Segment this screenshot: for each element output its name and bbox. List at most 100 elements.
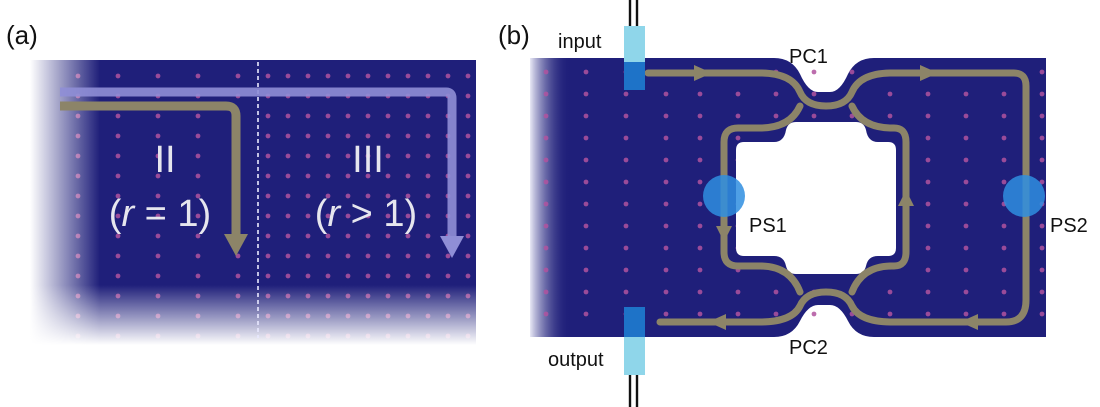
lattice-dot [623,245,629,251]
lattice-dot [543,245,549,251]
output-label: output [548,349,604,371]
lattice-dot [285,133,291,139]
arrow-ps1-down [716,226,732,242]
lattice-dot [195,173,201,179]
lattice-dot [811,91,817,97]
lattice-dot [543,223,549,229]
lattice-dot [697,311,703,317]
lattice-dot [115,233,121,239]
lattice-dot [697,289,703,295]
lattice-dot [1001,113,1007,119]
lattice-dot [1039,135,1045,141]
lattice-dot [425,73,431,79]
lattice-dot [345,133,351,139]
lattice-dot [425,173,431,179]
lattice-dot [345,233,351,239]
lattice-dot [887,289,893,295]
lattice-dot [345,213,351,219]
lattice-dot [285,273,291,279]
lattice-dot [583,69,589,75]
lattice-dot [325,153,331,159]
lattice-dot [115,273,121,279]
lattice-dot [543,91,549,97]
lattice-dot [285,193,291,199]
lattice-dot [425,273,431,279]
lattice-dot [265,133,271,139]
lattice-dot [583,245,589,251]
panel-a: (a) II (r = 1) III (r > 1) [6,20,476,345]
lattice-dot [465,233,471,239]
lattice-dot [155,193,161,199]
lattice-dot [963,267,969,273]
lattice-dot [385,253,391,259]
lattice-dot [663,289,669,295]
lattice-dot [583,113,589,119]
lattice-dot [925,91,931,97]
lattice-dot [345,173,351,179]
lattice-dot [773,91,779,97]
lattice-dot [663,179,669,185]
lattice-dot [385,73,391,79]
lattice-dot [1039,267,1045,273]
region-iii-condition: (r > 1) [315,193,417,235]
lattice-dot [623,201,629,207]
panel-b-lattice [543,69,1045,317]
lattice-dot [425,213,431,219]
lattice-dot [773,289,779,295]
lattice-dot [155,213,161,219]
lattice-dot [405,273,411,279]
lattice-dot [155,113,161,119]
lattice-dot [305,193,311,199]
lattice-dot [925,223,931,229]
lattice-dot [623,289,629,295]
lattice-dot [925,289,931,295]
lattice-dot [345,113,351,119]
lattice-dot [425,233,431,239]
lattice-dot [345,73,351,79]
lattice-dot [773,311,779,317]
lattice-dot [195,113,201,119]
lattice-dot [465,113,471,119]
panel-b-left-fade [530,58,570,337]
lattice-dot [365,173,371,179]
lattice-dot [365,113,371,119]
edge-path-r-greater-1 [60,87,457,236]
lattice-dot [285,73,291,79]
lattice-dot [445,73,451,79]
lattice-dot [265,153,271,159]
lattice-dot [623,157,629,163]
lattice-dot [155,253,161,259]
lattice-dot [735,91,741,97]
lattice-dot [325,233,331,239]
lattice-dot [849,69,855,75]
lattice-dot [697,245,703,251]
lattice-dot [925,311,931,317]
edge-arrow-r-equal-1 [224,234,248,256]
lattice-dot [1039,157,1045,163]
lattice-dot [1039,311,1045,317]
lattice-dot [583,179,589,185]
lattice-dot [195,133,201,139]
lattice-dot [623,135,629,141]
lattice-dot [1039,245,1045,251]
phase-shifter-2 [1003,175,1045,217]
arrow-output-1 [960,314,978,330]
lattice-dot [345,253,351,259]
lattice-dot [445,253,451,259]
lattice-dot [365,233,371,239]
lattice-dot [811,69,817,75]
lattice-dot [1039,289,1045,295]
arrow-input-2 [920,65,938,81]
lattice-dot [697,113,703,119]
lattice-dot [155,133,161,139]
lattice-dot [195,193,201,199]
region-ii-condition: (r = 1) [109,193,211,235]
lattice-dot [583,91,589,97]
lattice-dot [1001,91,1007,97]
lattice-dot [405,233,411,239]
lattice-dot [583,157,589,163]
panel-b-label: (b) [498,20,530,50]
lattice-dot [115,213,121,219]
lattice-dot [1001,245,1007,251]
